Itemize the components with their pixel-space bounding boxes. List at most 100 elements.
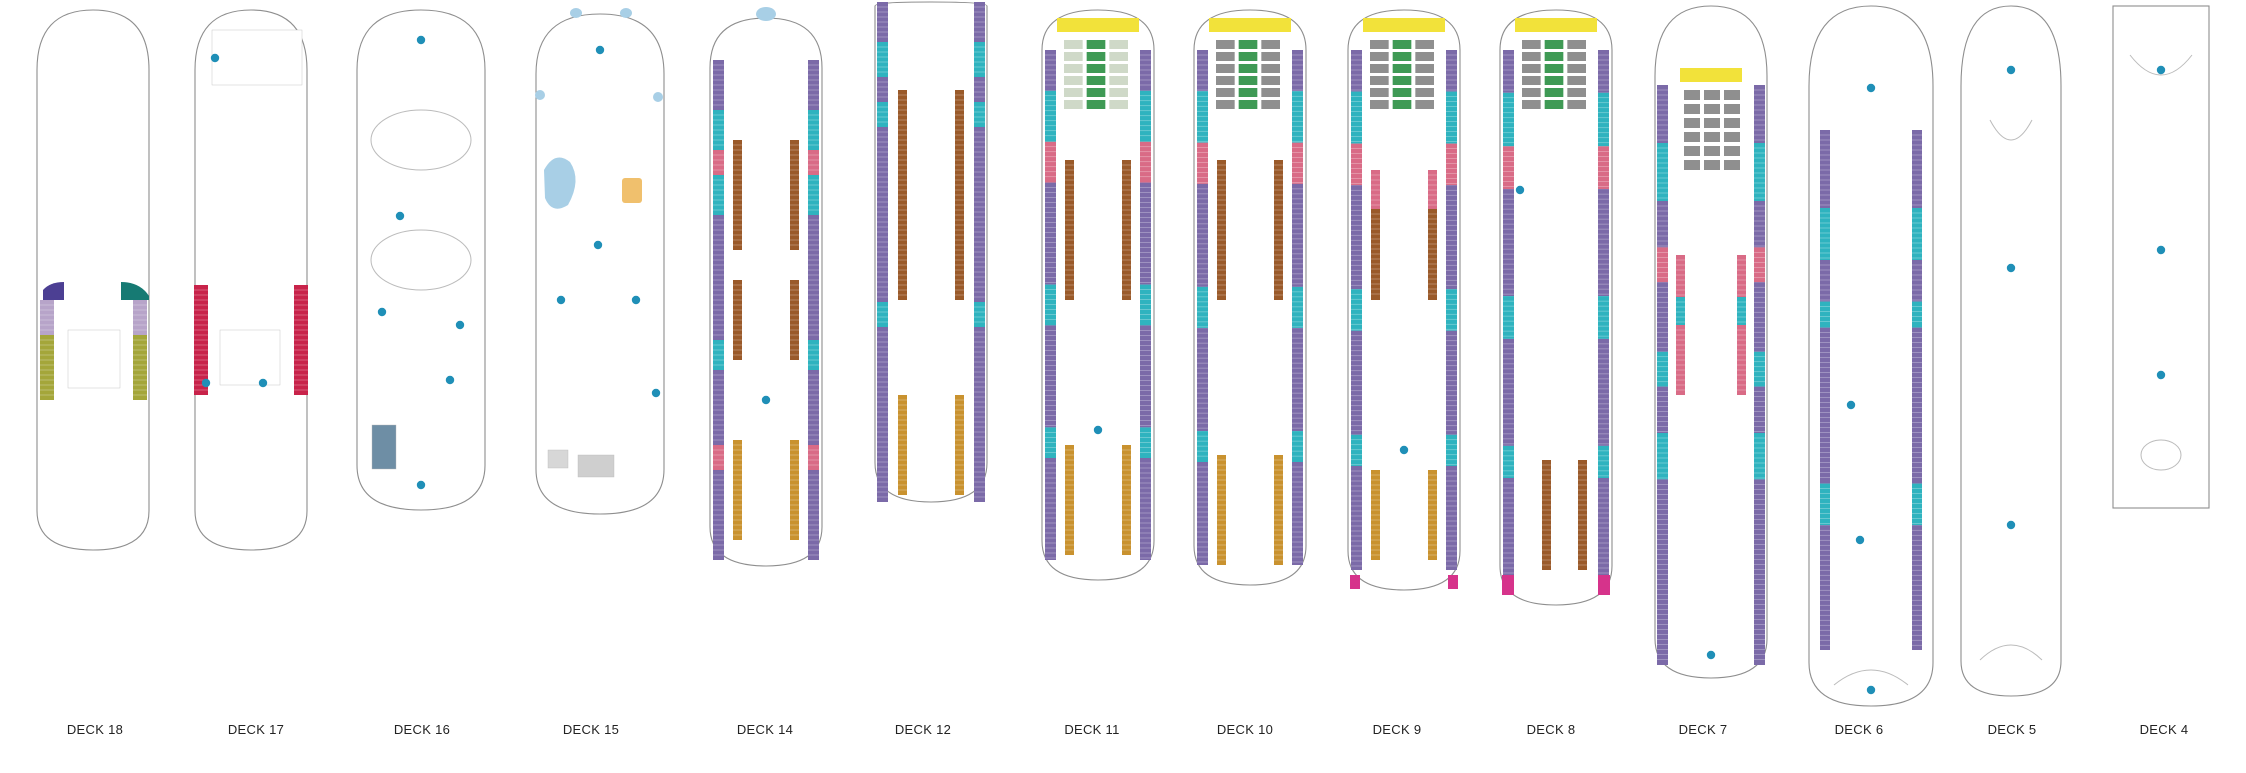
deck-14-plan — [709, 7, 823, 567]
deck-7-bow-cell — [1684, 90, 1700, 100]
deck-16-icon-6 — [416, 480, 426, 490]
deck-11-cabins-left-seg-7 — [1045, 458, 1056, 560]
deck-8-cabins-right-seg-3 — [1598, 189, 1609, 297]
deck-11-bow-cell — [1086, 88, 1106, 97]
deck-9-bow-cell — [1370, 64, 1389, 73]
deck-15-icon-4 — [631, 295, 641, 305]
deck-9-cabins-right-seg-5 — [1446, 330, 1457, 435]
deck-16-hull — [356, 9, 486, 511]
deck-10-cabins-left-seg-6 — [1197, 431, 1208, 462]
deck-4-icon-2 — [2156, 245, 2166, 255]
deck-10-cabins-left-seg-3 — [1197, 183, 1208, 287]
deck-11-bow-cell — [1064, 40, 1083, 49]
deck-17-sun-deck — [211, 29, 303, 86]
deck-label-15: DECK 15 — [562, 722, 620, 737]
deck-15-plan — [535, 8, 665, 515]
deck-6-cabins-right-seg-2 — [1912, 260, 1922, 302]
deck-7-bow-cell — [1704, 132, 1720, 142]
deck-14-icon-1 — [761, 395, 771, 405]
deck-17-hull — [194, 9, 308, 551]
deck-15-icon-2 — [593, 240, 603, 250]
deck-12-cabins-left-seg-4 — [877, 127, 888, 302]
deck-15-block-2 — [577, 454, 615, 478]
deck-9-cabins-left-seg-5 — [1351, 330, 1362, 435]
deck-7-inner-right-seg-1 — [1737, 297, 1746, 325]
deck-10-bow-cell — [1261, 64, 1280, 73]
deck-11-bow-cell — [1064, 88, 1083, 97]
deck-4-dining — [2140, 439, 2182, 471]
deck-9-bow-cell — [1370, 40, 1389, 49]
deck-6-icon-4 — [1866, 685, 1876, 695]
deck-9-cabins-right-seg-6 — [1446, 434, 1457, 466]
deck-8-bow-cell — [1567, 52, 1586, 61]
deck-17-icon-2 — [201, 378, 211, 388]
deck-6-cabins-right-seg-3 — [1912, 301, 1922, 328]
deck-10-cabins-left-seg-1 — [1197, 91, 1208, 143]
deck-9-bow-cell — [1415, 52, 1434, 61]
deck-10-cabins-left-seg-4 — [1197, 286, 1208, 329]
deck-11-bow-cell — [1086, 100, 1106, 109]
deck-10-bow-cell — [1238, 88, 1258, 97]
deck-10-bow-cell — [1238, 64, 1258, 73]
deck-8-cabins-right-seg-0 — [1598, 50, 1609, 93]
deck-4-hull — [2112, 5, 2210, 509]
deck-8-bow-cell — [1567, 100, 1586, 109]
deck-14-cabins-left-seg-4 — [713, 215, 724, 340]
deck-10-plan — [1193, 9, 1307, 586]
deck-11-cabins-left-seg-3 — [1045, 182, 1056, 285]
deck-16-icon-4 — [455, 320, 465, 330]
deck-7-plan — [1654, 5, 1768, 679]
deck-18-hull — [36, 9, 150, 551]
deck-11-bow-cell — [1064, 64, 1083, 73]
deck-10-bow-cell — [1238, 52, 1258, 61]
deck-17-icon-1 — [210, 53, 220, 63]
deck-9-cabins-left-seg-1 — [1351, 91, 1362, 144]
deck-16-icon-3 — [377, 307, 387, 317]
deck-15-splashaway — [544, 157, 576, 209]
deck-label-9: DECK 9 — [1372, 722, 1422, 737]
deck-9-bow-cell — [1392, 52, 1412, 61]
deck-16-icon-5 — [445, 375, 455, 385]
deck-8-bow-suites — [1515, 18, 1597, 32]
deck-16-icon-top — [416, 35, 426, 45]
deck-16-area-2 — [370, 229, 472, 291]
deck-10-cabins-right-seg-0 — [1292, 50, 1303, 92]
deck-9-bow-cell — [1370, 100, 1389, 109]
deck-9-bow-cell — [1415, 88, 1434, 97]
deck-label-7: DECK 7 — [1678, 722, 1728, 737]
deck-17-icon-3 — [258, 378, 268, 388]
deck-18-suite-block-left — [43, 282, 64, 300]
deck-7-cabins-right-seg-0 — [1754, 85, 1765, 143]
deck-10-bow-cell — [1216, 52, 1235, 61]
deck-5-spa-arc — [1989, 119, 2033, 141]
deck-14-cabins-right-seg-4 — [808, 215, 819, 340]
deck-17-plan — [194, 9, 308, 551]
deck-15-storm — [622, 178, 642, 203]
deck-11-cabins-left-seg-6 — [1045, 427, 1056, 458]
deck-10-bow-cell — [1261, 88, 1280, 97]
deck-8-cabins-left-seg-2 — [1503, 146, 1514, 190]
deck-7-cabins-right-seg-6 — [1754, 386, 1765, 433]
deck-8-hull — [1499, 9, 1613, 606]
deck-9-cabins-right-seg-4 — [1446, 289, 1457, 331]
deck-9-inner-left-1-seg-0 — [1371, 170, 1380, 209]
deck-label-4: DECK 4 — [2139, 722, 2189, 737]
deck-7-bow-cell — [1684, 118, 1700, 128]
deck-8-plan — [1499, 9, 1613, 606]
deck-label-5: DECK 5 — [1987, 722, 2037, 737]
deck-10-cabins-right-seg-7 — [1292, 462, 1303, 565]
deck-5-hull — [1960, 5, 2062, 697]
deck-6-aquatheater — [1833, 669, 1909, 686]
deck-14-hull — [709, 17, 823, 567]
deck-15-icon-5 — [651, 388, 661, 398]
deck-10-bow-cell — [1261, 100, 1280, 109]
deck-10-cabins-left-seg-7 — [1197, 462, 1208, 565]
deck-11-cabins-right-seg-1 — [1140, 90, 1151, 142]
deck-8-cabins-right-seg-2 — [1598, 146, 1609, 190]
deck-8-cabins-left-seg-3 — [1503, 189, 1514, 297]
deck-7-bow-cell — [1704, 118, 1720, 128]
deck-15-pool-3 — [535, 90, 545, 100]
deck-8-bow-cell — [1544, 64, 1564, 73]
deck-11-cabins-left-seg-0 — [1045, 50, 1056, 91]
